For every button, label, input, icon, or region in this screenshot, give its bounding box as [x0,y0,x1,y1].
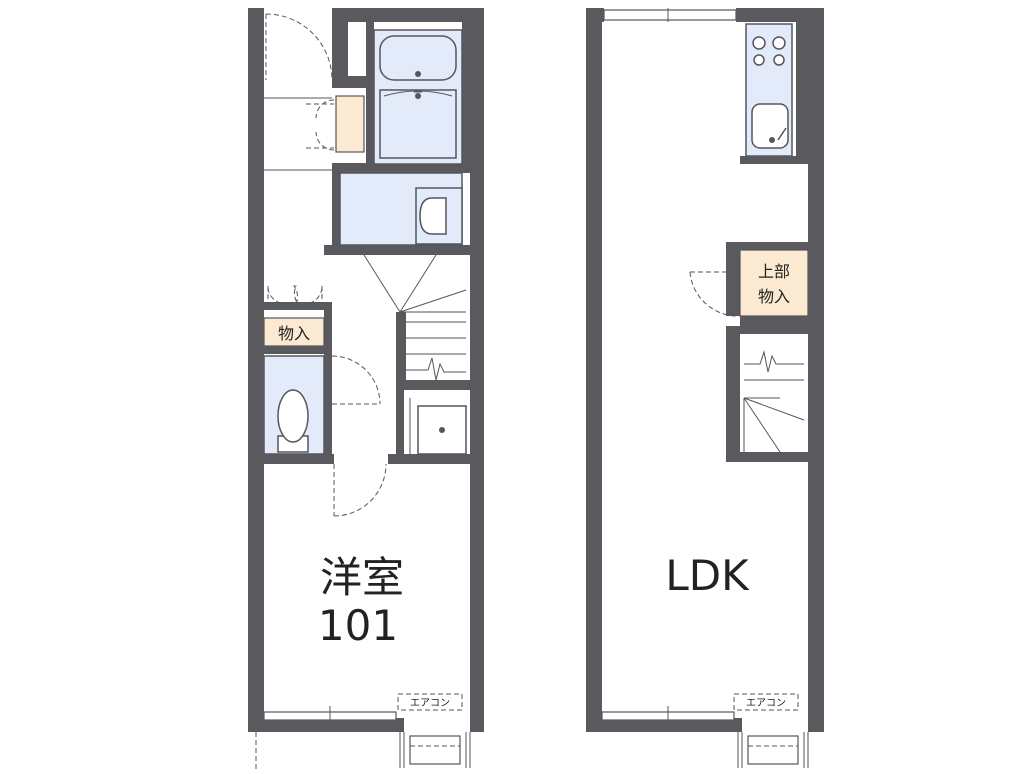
window-upper-bottom [601,706,735,722]
shoe-cupboard [335,95,365,153]
upper-storage-tag [739,249,809,317]
window-upper-top [603,8,737,22]
balcony-upper [737,732,809,768]
upper-floor-plan [586,8,824,768]
toilet [263,355,325,455]
upper-storage-door [689,271,739,317]
kitchen-counter [745,23,793,157]
storage-closet [267,285,323,305]
vanity-washbasin [339,172,463,246]
aircon-unit [397,693,463,711]
upper-storage-label-line2: 物入 [758,287,790,306]
ldk-label: LDK [665,551,750,600]
ground-floor-plan [248,8,484,770]
storage-tag [263,317,325,347]
entrance-door [265,13,333,81]
staircase-lower [363,254,467,381]
room-door [333,463,387,517]
bathtub [373,29,463,165]
toilet-door [331,355,381,405]
shoe-cupboard-doors [306,99,335,151]
aircon-label-upper: エアコン [746,698,786,709]
staircase-upper [743,350,805,453]
aircon-label: エアコン [410,698,450,709]
storage-label: 物入 [278,324,310,343]
balcony-lower [255,732,471,770]
aircon-unit-upper [733,693,799,711]
window-lower [263,706,397,722]
upper-storage-label-line1: 上部 [758,262,790,281]
room-name-label: 洋室 [320,553,404,602]
washing-machine-space [409,398,467,455]
room-number-label: 101 [318,601,398,650]
